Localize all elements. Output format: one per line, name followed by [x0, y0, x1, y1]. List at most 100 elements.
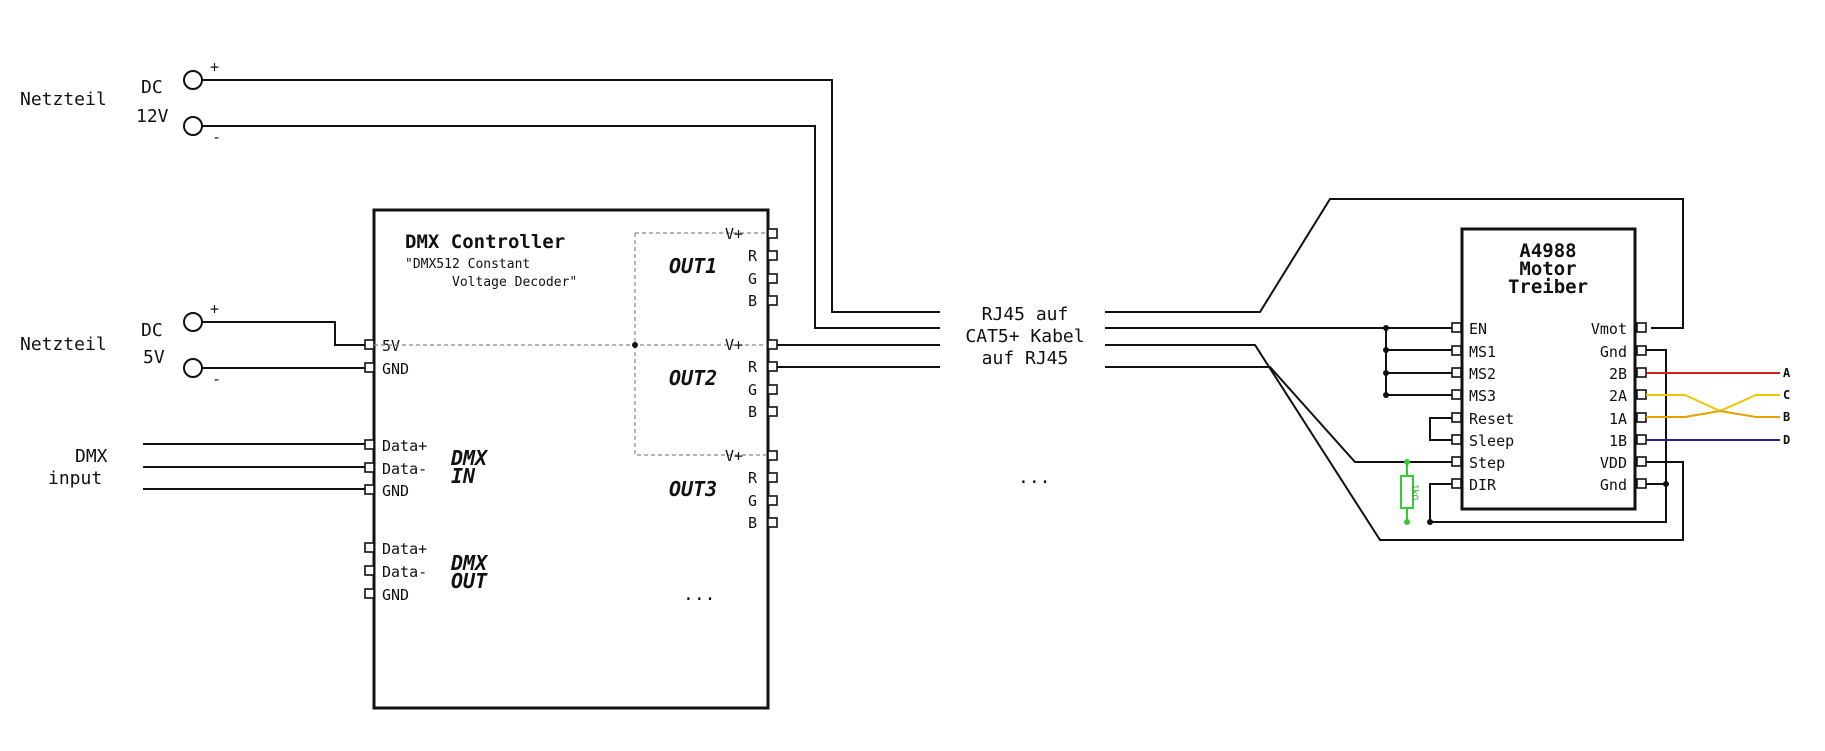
- power5-voltage: 5V: [143, 347, 165, 368]
- out1-pin-vplus: [767, 228, 778, 239]
- wire-12v-plus: [202, 79, 940, 313]
- driver-pin-ms3: [1451, 389, 1462, 400]
- driver-pin-1a-label: 1A: [1609, 410, 1627, 428]
- dmx-out-label-2: OUT: [451, 569, 488, 593]
- out1-pin-r: [767, 250, 778, 261]
- dmx-input-label-2: input: [48, 468, 102, 489]
- coil-label-a: A: [1783, 366, 1791, 380]
- driver-pin-sleep-label: Sleep: [1469, 432, 1514, 450]
- coil-label-b: B: [1783, 410, 1790, 424]
- junction-dir-gnd: [1427, 519, 1433, 525]
- power12-name: Netzteil: [20, 89, 107, 110]
- driver-pin-gnd-top: [1636, 345, 1647, 356]
- cable-label-1: RJ45 auf: [982, 304, 1069, 325]
- out1-pin-b-label: B: [748, 292, 757, 310]
- out2-pin-vplus-label: V+: [725, 336, 743, 354]
- driver-pin-en: [1451, 322, 1462, 333]
- junction-ms3: [1383, 392, 1389, 398]
- driver-pin-2b: [1636, 367, 1647, 378]
- power12-minus-terminal: [183, 116, 203, 136]
- driver-pin-ms1-label: MS1: [1469, 343, 1496, 361]
- cable-label-3: auf RJ45: [982, 348, 1069, 369]
- out3-pin-b-label: B: [748, 514, 757, 532]
- power12-type: DC: [141, 77, 163, 98]
- driver-pin-vdd: [1636, 456, 1647, 467]
- pin-dmx-out-data-minus-label: Data-: [382, 563, 427, 581]
- out2-pin-g-label: G: [748, 381, 757, 399]
- out3-pin-vplus: [767, 450, 778, 461]
- dmx-controller-subtitle-2: Voltage Decoder": [452, 275, 577, 290]
- pin-5v-label: 5V: [382, 337, 400, 355]
- power5-plus-sign: +: [210, 300, 219, 318]
- pin-dmx-in-gnd: [364, 484, 375, 495]
- out1-pin-vplus-label: V+: [725, 225, 743, 243]
- pin-dmx-in-data-minus-label: Data-: [382, 460, 427, 478]
- driver-pin-ms2: [1451, 367, 1462, 378]
- pin-5v: [364, 339, 375, 350]
- pin-dmx-in-gnd-label: GND: [382, 482, 409, 500]
- pin-dmx-in-data-plus: [364, 439, 375, 450]
- power5-name: Netzteil: [20, 334, 107, 355]
- driver-pin-ms2-label: MS2: [1469, 365, 1496, 383]
- dmx-out-label-1: DMX: [450, 551, 489, 575]
- junction-ms1: [1383, 347, 1389, 353]
- driver-pin-1b: [1636, 434, 1647, 445]
- wire-r-to-step: [1105, 366, 1460, 463]
- out2-pin-b: [767, 406, 778, 417]
- coil-label-c: C: [1783, 388, 1790, 402]
- out3-pin-vplus-label: V+: [725, 447, 743, 465]
- driver-pin-reset: [1451, 412, 1462, 423]
- resistor-junction-bottom: [1404, 519, 1410, 525]
- power5-plus-terminal: [183, 312, 203, 332]
- coil-label-d: D: [1783, 433, 1790, 447]
- driver-pin-2a: [1636, 389, 1647, 400]
- driver-pin-dir-label: DIR: [1469, 476, 1497, 494]
- resistor-junction-top: [1404, 459, 1410, 465]
- out2-pin-g: [767, 384, 778, 395]
- driver-title-3: Treiber: [1508, 276, 1588, 298]
- driver-pin-ms1: [1451, 345, 1462, 356]
- a4988-driver: A4988 Motor Treiber EN MS1 MS2 MS3 Reset…: [1451, 227, 1647, 511]
- pin-dmx-out-data-plus: [364, 542, 375, 553]
- out3-label: OUT3: [669, 477, 717, 501]
- power12-plus-sign: +: [210, 58, 219, 76]
- pin-dmx-out-gnd-label: GND: [382, 586, 409, 604]
- cable-label: RJ45 auf CAT5+ Kabel auf RJ45 ...: [965, 304, 1084, 488]
- more-outputs-ellipsis: ...: [683, 584, 716, 605]
- out2-pin-r-label: R: [748, 358, 758, 376]
- bus-junction: [632, 342, 638, 348]
- out3-pin-r: [767, 472, 778, 483]
- out1-pin-b: [767, 295, 778, 306]
- driver-pin-vmot-label: Vmot: [1591, 320, 1627, 338]
- pin-dmx-out-data-plus-label: Data+: [382, 540, 427, 558]
- dmx-controller-title: DMX Controller: [405, 231, 565, 253]
- out2-label: OUT2: [669, 366, 717, 390]
- power12-minus-sign: -: [212, 128, 221, 146]
- out2-pin-b-label: B: [748, 403, 757, 421]
- a4988-box: [1460, 227, 1637, 511]
- wire-dir-to-gnd: [1429, 483, 1667, 523]
- internal-vplus-bus: [374, 232, 768, 456]
- pin-gnd-label: GND: [382, 360, 409, 378]
- resistor-body: [1400, 475, 1414, 509]
- out2-pin-r: [767, 361, 778, 372]
- power5-minus-sign: -: [212, 370, 221, 388]
- driver-pin-step-label: Step: [1469, 454, 1505, 472]
- pin-dmx-out-data-minus: [364, 565, 375, 576]
- driver-pin-1a: [1636, 412, 1647, 423]
- out3-pin-b: [767, 517, 778, 528]
- more-cables-ellipsis: ...: [1018, 467, 1051, 488]
- out1-pin-g: [767, 273, 778, 284]
- cable-label-2: CAT5+ Kabel: [965, 326, 1084, 347]
- dmx-input-label-1: DMX: [75, 446, 108, 467]
- driver-pin-sleep: [1451, 434, 1462, 445]
- driver-pin-dir: [1451, 478, 1462, 489]
- resistor-1k: 1kΩ: [1400, 459, 1419, 525]
- driver-pin-1b-label: 1B: [1609, 432, 1627, 450]
- out1-label: OUT1: [669, 254, 717, 278]
- driver-pin-ms3-label: MS3: [1469, 387, 1496, 405]
- wire-reset-sleep-bridge: [1429, 417, 1452, 441]
- wire-5v-plus: [202, 321, 368, 346]
- out1-pin-r-label: R: [748, 247, 758, 265]
